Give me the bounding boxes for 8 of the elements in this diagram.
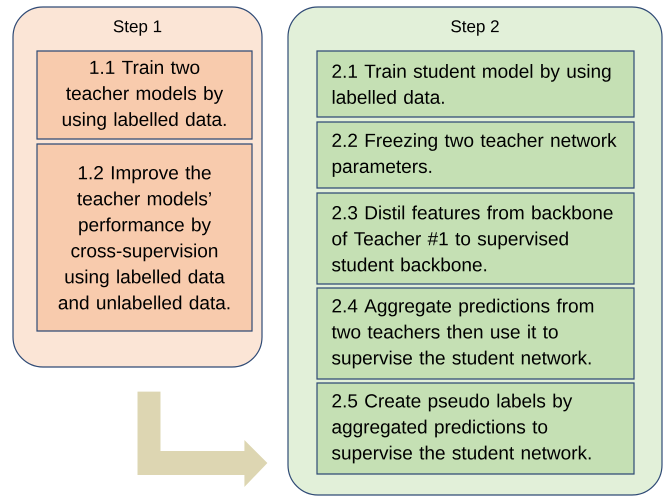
step-box: 2.2 Freezing two teacher network parameters.	[316, 121, 635, 189]
step-box: 2.1 Train student model by using labelled data.	[316, 50, 635, 118]
elbow-arrow	[138, 392, 268, 487]
step-box: 1.2 Improve the teacher models’ performance by cross-supervision using labelled data and unlabelled data.	[36, 143, 253, 332]
step-box: 2.5 Create pseudo labels by aggregated predictions to supervise the student network.	[316, 382, 635, 475]
step-box: 2.4 Aggregate predictions from two teachers then use it to supervise the student network.	[316, 287, 635, 380]
step-box: 1.1 Train two teacher models by using labelled data.	[36, 50, 253, 140]
step-box: 2.3 Distil features from backbone of Teacher #1 to supervised student backbone.	[316, 192, 635, 285]
